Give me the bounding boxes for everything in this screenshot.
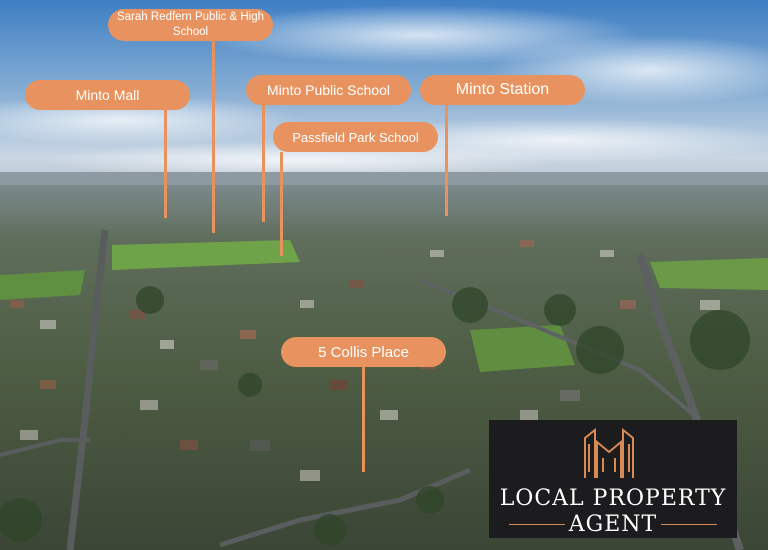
agency-logo: LOCAL PROPERTY AGENT bbox=[489, 420, 737, 538]
park bbox=[650, 258, 768, 290]
label-collis-place: 5 Collis Place bbox=[281, 337, 446, 367]
label-minto-station: Minto Station bbox=[420, 75, 585, 105]
tree-canopy bbox=[0, 286, 750, 546]
road bbox=[66, 229, 109, 550]
leader-collis-place bbox=[362, 366, 365, 472]
sports-field bbox=[112, 240, 300, 270]
leader-minto-mall bbox=[164, 108, 167, 218]
logo-line-2: AGENT bbox=[568, 512, 658, 537]
logo-line-1: LOCAL PROPERTY bbox=[499, 486, 727, 511]
park bbox=[470, 325, 575, 372]
leader-passfield-park bbox=[280, 152, 283, 256]
leader-sarah-redfern bbox=[212, 40, 215, 233]
label-minto-mall: Minto Mall bbox=[25, 80, 190, 110]
label-sarah-redfern: Sarah Redfern Public & High School bbox=[108, 9, 273, 41]
leader-minto-station bbox=[445, 104, 448, 216]
label-minto-public-school: Minto Public School bbox=[246, 75, 411, 105]
logo-divider-left bbox=[509, 524, 565, 525]
road bbox=[219, 467, 471, 548]
house-rooftops bbox=[10, 240, 720, 481]
cloud bbox=[40, 142, 560, 178]
building-logo-icon bbox=[584, 427, 634, 478]
horizon-haze bbox=[0, 172, 768, 188]
road bbox=[0, 438, 90, 457]
label-passfield-park: Passfield Park School bbox=[273, 122, 438, 152]
park bbox=[0, 270, 85, 300]
logo-divider-right bbox=[661, 524, 717, 525]
leader-minto-public-school bbox=[262, 104, 265, 222]
